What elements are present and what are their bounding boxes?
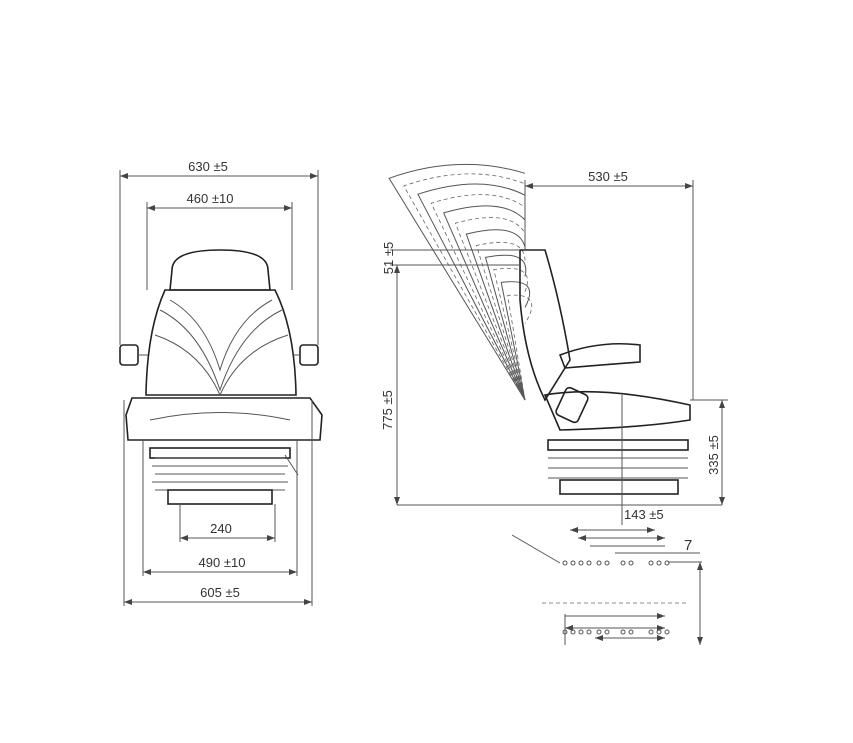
- headrest: [169, 249, 271, 291]
- dim-base-width: 240: [210, 521, 232, 536]
- mounting-hole: [596, 560, 602, 566]
- dim-overall-height: 775 ±5: [380, 390, 395, 430]
- right-armrest: [299, 344, 319, 366]
- rail-mounting-diagram: 7: [511, 527, 703, 645]
- backrest: [145, 289, 297, 396]
- dim-backrest-width: 460 ±10: [187, 191, 234, 206]
- recline-range-lines: [388, 163, 533, 401]
- mounting-hole: [570, 560, 576, 566]
- mounting-hole: [628, 629, 634, 635]
- mounting-hole: [664, 629, 670, 635]
- recline-position-line: [454, 217, 526, 401]
- mounting-hole: [578, 629, 584, 635]
- mounting-hole: [570, 629, 576, 635]
- side-cushion: [543, 390, 691, 431]
- side-armrest: [558, 342, 641, 369]
- recline-position-line: [507, 294, 533, 401]
- mounting-hole: [648, 560, 654, 566]
- dim-depth: 530 ±5: [588, 169, 628, 184]
- dim-base-offset: 143 ±5: [624, 507, 664, 522]
- side-suspension-top: [547, 439, 689, 451]
- dim-rail-offset: 7: [684, 537, 692, 554]
- dim-overall-width: 630 ±5: [188, 159, 228, 174]
- suspension-base: [167, 489, 273, 505]
- suspension-top: [149, 447, 291, 459]
- side-view: 530 ±5 51 ±5 775 ±5 335 ±5 143 ±5 7: [380, 163, 728, 645]
- mounting-hole: [664, 560, 670, 566]
- mounting-hole: [578, 560, 584, 566]
- dim-seat-height: 335 ±5: [706, 435, 721, 475]
- front-view: 630 ±5 460 ±10 240 490 ±10 605 ±5: [119, 159, 323, 606]
- dim-base-overall-width: 605 ±5: [200, 585, 240, 600]
- recline-position-line: [430, 194, 526, 401]
- mounting-hole: [604, 560, 610, 566]
- mounting-hole: [562, 629, 568, 635]
- mounting-hole: [604, 629, 610, 635]
- mounting-hole: [648, 629, 654, 635]
- side-suspension-base: [559, 479, 679, 495]
- mounting-hole: [586, 629, 592, 635]
- recline-position-line: [465, 229, 526, 401]
- mounting-hole: [586, 560, 592, 566]
- side-backrest: [519, 249, 571, 402]
- dim-cushion-width: 490 ±10: [199, 555, 246, 570]
- recline-position-line: [443, 205, 526, 401]
- recline-position-line: [484, 254, 527, 401]
- recline-position-line: [475, 241, 526, 401]
- mounting-hole: [562, 560, 568, 566]
- dim-backrest-offset: 51 ±5: [381, 242, 396, 274]
- side-lever: [555, 386, 589, 424]
- mounting-hole: [656, 560, 662, 566]
- mounting-hole: [620, 629, 626, 635]
- seat-cushion: [125, 397, 323, 441]
- mounting-hole: [596, 629, 602, 635]
- recline-position-line: [500, 281, 531, 401]
- recline-position-line: [417, 183, 526, 401]
- mounting-hole: [628, 560, 634, 566]
- mounting-hole: [656, 629, 662, 635]
- mounting-hole: [620, 560, 626, 566]
- left-armrest: [119, 344, 139, 366]
- recline-position-line: [388, 163, 526, 401]
